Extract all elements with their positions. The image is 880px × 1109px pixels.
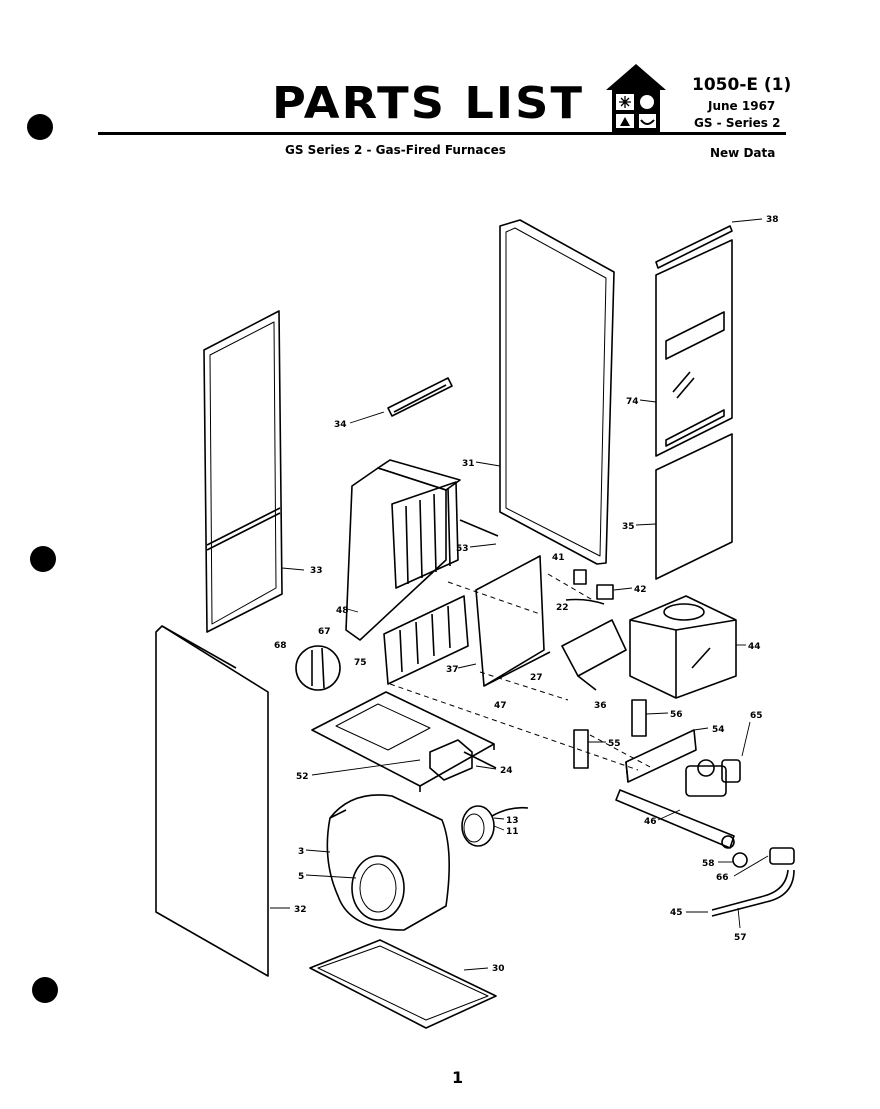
callout-47: 47: [494, 701, 507, 711]
house-logo-icon: [606, 64, 666, 132]
document-series: GS - Series 2: [694, 116, 781, 130]
callout-56: 56: [670, 710, 683, 720]
callout-30: 30: [492, 964, 505, 974]
page-number: 1: [452, 1068, 464, 1087]
part-orifice: [732, 852, 748, 868]
part-bracket: [387, 377, 453, 417]
header-rule: [98, 132, 786, 135]
part-transformer: [429, 739, 497, 781]
status-label: New Data: [710, 146, 776, 160]
callout-33: 33: [310, 566, 323, 576]
part-gas-valve: [685, 759, 741, 797]
part-heat-exchanger: [345, 459, 499, 685]
callout-54: 54: [712, 725, 725, 735]
part-door-lower: [655, 433, 733, 580]
callout-53: 53: [456, 544, 469, 554]
callout-44: 44: [748, 642, 761, 652]
part-burner-rail: [625, 729, 697, 783]
callout-67: 67: [318, 627, 331, 637]
binder-hole-middle: [30, 546, 56, 572]
callout-36: 36: [594, 701, 607, 711]
part-sight-glass-lower: [573, 729, 589, 769]
callout-66: 66: [716, 873, 729, 883]
callout-11: 11: [506, 827, 519, 837]
callout-27: 27: [530, 673, 543, 683]
callout-65: 65: [750, 711, 763, 721]
page-subtitle: GS Series 2 - Gas-Fired Furnaces: [285, 143, 506, 157]
callout-58: 58: [702, 859, 715, 869]
callout-32: 32: [294, 905, 307, 915]
callout-48: 48: [336, 606, 349, 616]
part-manifold-tube: [711, 869, 795, 917]
callout-41: 41: [552, 553, 565, 563]
document-date: June 1967: [708, 99, 776, 113]
callout-74: 74: [626, 397, 639, 407]
callout-3: 3: [298, 847, 304, 857]
part-door-upper: [655, 239, 733, 457]
callout-35: 35: [622, 522, 635, 532]
callout-24: 24: [500, 766, 513, 776]
callout-75: 75: [354, 658, 367, 668]
callout-57: 57: [734, 933, 747, 943]
callout-13: 13: [506, 816, 519, 826]
callout-45: 45: [670, 908, 683, 918]
binder-hole-bottom: [32, 977, 58, 1003]
binder-hole-top: [27, 114, 53, 140]
part-detail-inset: [295, 645, 341, 691]
part-pilot: [769, 847, 795, 865]
part-burner: [615, 789, 735, 849]
part-filter: [309, 939, 497, 1029]
callout-37: 37: [446, 665, 459, 675]
part-divider-panel: [475, 555, 551, 687]
part-sight-glass-upper: [631, 699, 647, 737]
part-bottom-panel: [311, 691, 495, 792]
callout-5: 5: [298, 872, 304, 882]
part-front-panel: [499, 219, 615, 565]
callout-31: 31: [462, 459, 475, 469]
document-number: 1050-E (1): [692, 75, 792, 95]
part-door-strip: [655, 225, 733, 269]
callout-55: 55: [608, 739, 621, 749]
part-blower-housing: [326, 794, 450, 931]
part-limit-switch: [565, 569, 614, 605]
callout-68: 68: [274, 641, 287, 651]
callout-34: 34: [334, 420, 347, 430]
callout-42: 42: [634, 585, 647, 595]
callout-38: 38: [766, 215, 779, 225]
callout-52: 52: [296, 772, 309, 782]
callout-22: 22: [556, 603, 569, 613]
part-burner-shield: [561, 619, 627, 691]
part-flue-hood: [629, 595, 737, 699]
page-title: PARTS LIST: [272, 78, 585, 129]
part-side-panel-left: [203, 310, 283, 633]
callout-46: 46: [644, 817, 657, 827]
part-side-panel-right: [155, 625, 269, 977]
